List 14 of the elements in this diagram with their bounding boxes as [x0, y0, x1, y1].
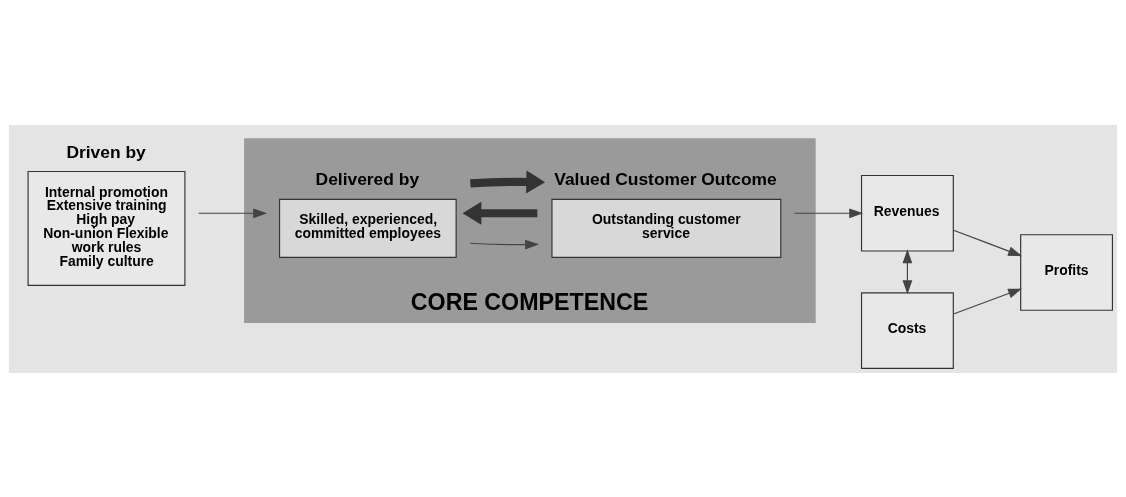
arrow	[470, 169, 546, 193]
arrow	[902, 248, 913, 294]
arrow	[462, 201, 538, 225]
node-box: Profits	[1020, 233, 1113, 311]
node-label: Delivered by	[315, 168, 420, 189]
node-label: Valued Customer Outcome	[554, 168, 777, 189]
arrow	[952, 288, 1023, 315]
arrow	[198, 207, 268, 218]
node-label: Driven by	[66, 141, 146, 162]
node-box: Costs	[860, 291, 954, 369]
arrow	[793, 207, 864, 218]
arrow	[952, 229, 1023, 256]
arrow	[469, 239, 540, 249]
node-box: Revenues	[860, 174, 954, 252]
